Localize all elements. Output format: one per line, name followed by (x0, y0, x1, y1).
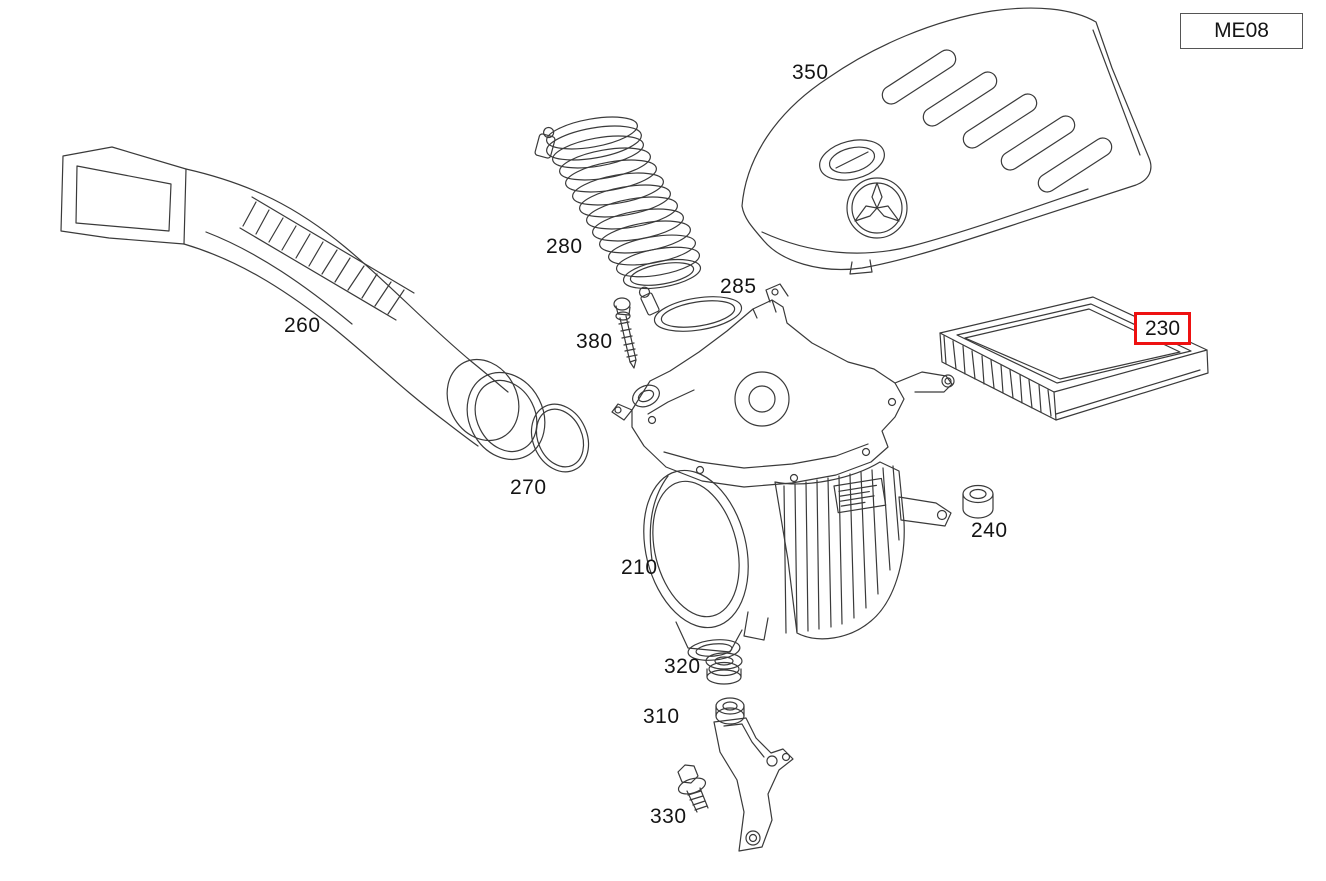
diagram-code-box: ME08 (1180, 13, 1303, 49)
spacer-sleeve-drawing (962, 484, 994, 519)
part-label-380[interactable]: 380 (576, 330, 613, 353)
bolt-drawing (677, 764, 709, 813)
part-label-350[interactable]: 350 (792, 61, 829, 84)
part-label-280[interactable]: 280 (546, 235, 583, 258)
hose-clamp-drawing (638, 286, 743, 332)
brand-star-emblem (846, 177, 908, 239)
part-label-270[interactable]: 270 (510, 476, 547, 499)
engine-cover-drawing (741, 7, 1152, 275)
part-label-310[interactable]: 310 (643, 705, 680, 728)
diagram-code: ME08 (1214, 19, 1269, 42)
air-intake-duct-drawing (60, 146, 546, 461)
seal-ring-drawing (530, 403, 590, 473)
part-label-230[interactable]: 230 (1145, 317, 1181, 340)
part-label-240[interactable]: 240 (971, 519, 1008, 542)
oil-cap-drawing (819, 139, 885, 181)
bracket-drawing (713, 697, 794, 852)
part-label-260[interactable]: 260 (284, 314, 321, 337)
air-filter-element-drawing (939, 296, 1209, 421)
screw-drawing (613, 297, 638, 369)
part-label-210[interactable]: 210 (621, 556, 658, 579)
highlight-box[interactable]: 230 (1134, 312, 1192, 345)
part-label-285[interactable]: 285 (720, 275, 757, 298)
part-label-330[interactable]: 330 (650, 805, 687, 828)
part-label-320[interactable]: 320 (664, 655, 701, 678)
air-filter-housing-drawing (611, 283, 955, 661)
grommet-drawing (705, 652, 743, 685)
intake-hose-drawing (534, 116, 702, 290)
